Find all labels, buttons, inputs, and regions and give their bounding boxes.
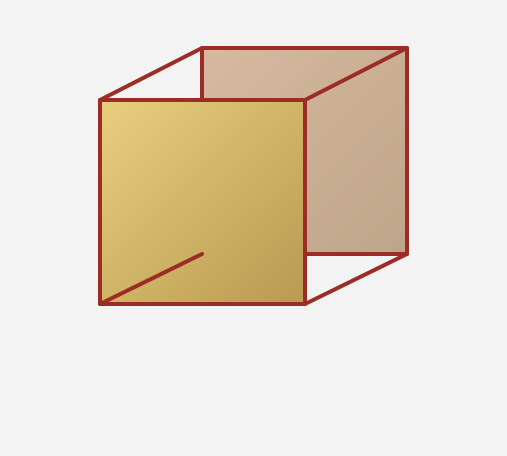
- cube-edge-bottom-left-hidden: [98, 252, 204, 306]
- cube-edge-bottom-right: [303, 252, 409, 306]
- cube-front-face: [98, 98, 307, 306]
- cube-edge-top-left: [98, 46, 204, 102]
- cube-edge-top-right: [303, 46, 409, 102]
